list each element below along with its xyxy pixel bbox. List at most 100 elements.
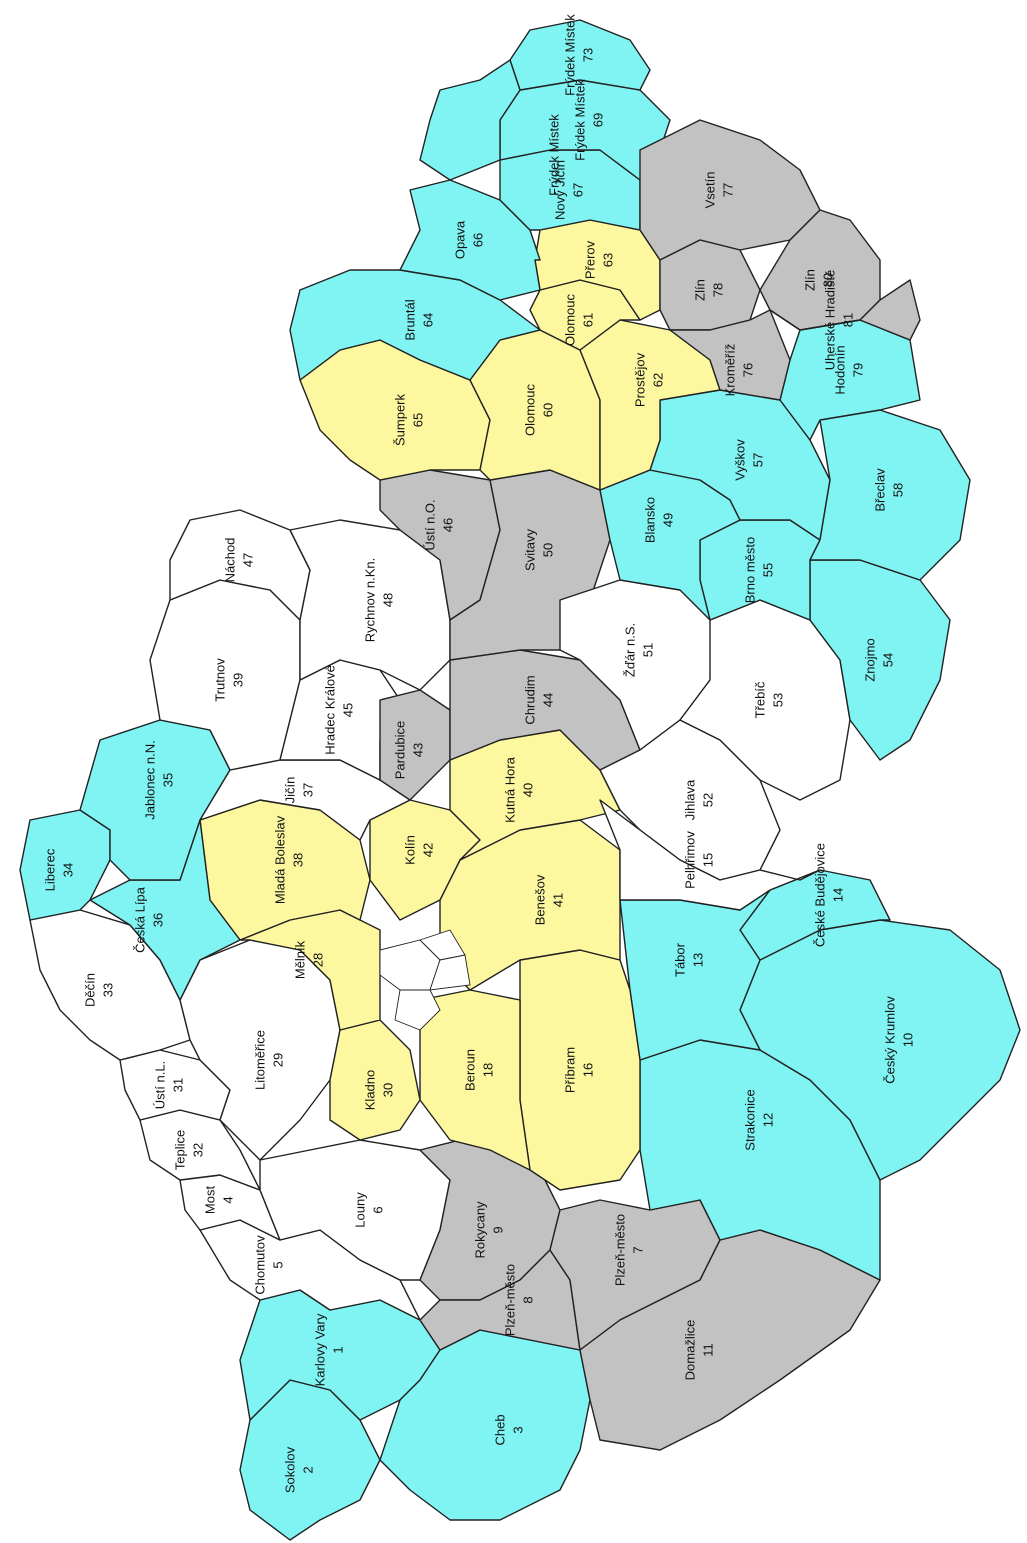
district-r18[interactable] bbox=[419, 989, 531, 1171]
district-name-r65: Šumperk bbox=[392, 393, 407, 446]
district-r62[interactable] bbox=[579, 319, 721, 491]
district-number-r36: 36 bbox=[150, 913, 165, 927]
district-name-r49: Blansko bbox=[642, 497, 657, 543]
district-r43[interactable] bbox=[379, 689, 451, 801]
district-name-r46: Ústí n.O. bbox=[422, 499, 437, 550]
regions-layer bbox=[19, 19, 1021, 1541]
district-name-r78: Zlín bbox=[692, 279, 707, 301]
district-number-r1: 1 bbox=[330, 1346, 345, 1353]
district-number-r44: 44 bbox=[540, 693, 555, 707]
district-name-r57: Vyškov bbox=[732, 439, 747, 481]
district-number-r37: 37 bbox=[300, 783, 315, 797]
district-name-r5: Chomutov bbox=[252, 1235, 267, 1295]
district-r15[interactable] bbox=[599, 799, 821, 911]
district-r33[interactable] bbox=[29, 909, 191, 1061]
district-number-r2: 2 bbox=[300, 1466, 315, 1473]
district-number-r53: 53 bbox=[770, 693, 785, 707]
district-number-r61: 61 bbox=[580, 313, 595, 327]
district-name-r29: Litoměřice bbox=[252, 1030, 267, 1090]
district-r58[interactable] bbox=[809, 409, 971, 581]
district-number-r39: 39 bbox=[230, 673, 245, 687]
district-number-r13: 13 bbox=[690, 953, 705, 967]
district-name-r31: Ústí n.L. bbox=[152, 1061, 167, 1109]
district-number-r57: 57 bbox=[750, 453, 765, 467]
district-r47[interactable] bbox=[169, 509, 311, 621]
district-number-r30: 30 bbox=[380, 1083, 395, 1097]
district-prague-b[interactable] bbox=[394, 989, 441, 1031]
district-name-r63: Přerov bbox=[582, 240, 597, 279]
district-name-r37: Jičín bbox=[282, 777, 297, 804]
district-r30[interactable] bbox=[329, 1019, 421, 1141]
label-frydek-mistek-small: Frýdek Místek bbox=[546, 114, 561, 196]
district-number-r7: 7 bbox=[630, 1246, 645, 1253]
district-name-r58: Břeclav bbox=[872, 468, 887, 512]
district-name-r39: Trutnov bbox=[212, 658, 227, 702]
district-r10[interactable] bbox=[739, 919, 1021, 1181]
district-r66[interactable] bbox=[399, 179, 541, 301]
district-number-r54: 54 bbox=[880, 653, 895, 667]
district-name-r66: Opava bbox=[452, 220, 467, 259]
label-r35: Jablonec n.N.35 bbox=[142, 740, 175, 820]
district-name-r54: Znojmo bbox=[862, 638, 877, 681]
district-name-r7: Plzeň-město bbox=[612, 1214, 627, 1286]
district-number-r66: 66 bbox=[470, 233, 485, 247]
district-number-r77: 77 bbox=[720, 183, 735, 197]
district-name-r67: Nový Jičín bbox=[552, 160, 567, 220]
district-r8[interactable] bbox=[419, 1249, 581, 1351]
district-name-r48: Rychnov n.Kn. bbox=[362, 558, 377, 643]
district-prague-d[interactable] bbox=[429, 954, 471, 991]
district-number-r81: 81 bbox=[840, 313, 855, 327]
district-name-r79: Hodonín bbox=[832, 345, 847, 394]
district-number-r42: 42 bbox=[420, 843, 435, 857]
district-name-r42: Kolín bbox=[402, 835, 417, 865]
district-number-r35: 35 bbox=[160, 773, 175, 787]
district-name-r36: Česká Lípa bbox=[132, 886, 147, 953]
district-name-r53: Třebíč bbox=[752, 681, 767, 718]
district-number-r15: 15 bbox=[700, 853, 715, 867]
district-name-r55: Brno město bbox=[742, 537, 757, 603]
district-ostrava-cluster[interactable] bbox=[419, 59, 521, 181]
label-r31: Ústí n.L.31 bbox=[152, 1061, 185, 1109]
district-r13[interactable] bbox=[619, 889, 771, 1061]
district-name-r8: Plzeň-město bbox=[502, 1264, 517, 1336]
district-number-r4: 4 bbox=[220, 1196, 235, 1203]
district-r77[interactable] bbox=[639, 119, 821, 261]
district-name-r47: Náchod bbox=[222, 538, 237, 583]
district-name-r11: Domažlice bbox=[682, 1320, 697, 1381]
district-number-r79: 79 bbox=[850, 363, 865, 377]
district-r81[interactable] bbox=[769, 279, 921, 341]
district-number-r28: 28 bbox=[310, 953, 325, 967]
district-name-r35: Jablonec n.N. bbox=[142, 740, 157, 820]
district-number-r65: 65 bbox=[410, 413, 425, 427]
district-name-r33: Děčín bbox=[82, 973, 97, 1007]
district-number-r5: 5 bbox=[270, 1261, 285, 1268]
label-r51: Žďár n.S.51 bbox=[622, 623, 655, 677]
district-r76[interactable] bbox=[669, 309, 791, 401]
